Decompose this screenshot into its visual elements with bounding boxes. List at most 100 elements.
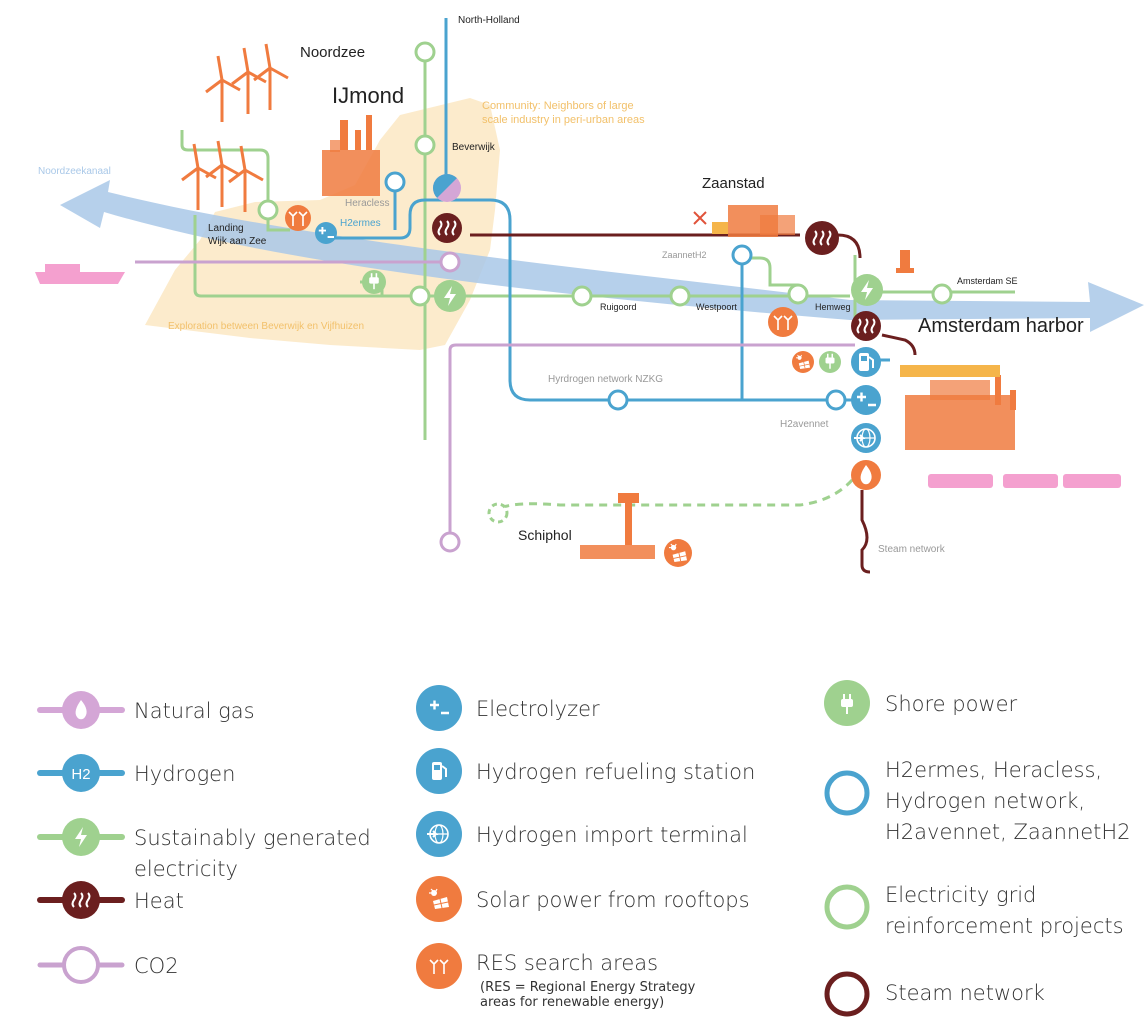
- ring-beverwijk: [414, 134, 436, 156]
- legend-grid-label-2: reinforcement projects: [885, 914, 1124, 938]
- refueling-icon-harbor: [851, 347, 881, 377]
- label-ruigoord: Ruigoord: [600, 302, 637, 312]
- heat-icon-harbor: [851, 311, 881, 341]
- legend-grid-label-1: Electricity grid: [885, 883, 1036, 907]
- ring-co2-hub: [439, 251, 461, 273]
- label-westpoort: Westpoort: [696, 302, 737, 312]
- factory-ijmond: [322, 115, 380, 196]
- label-noordzee: Noordzee: [300, 44, 365, 61]
- label-landing: Landing: [208, 223, 244, 234]
- label-beverwijk: Beverwijk: [452, 142, 496, 153]
- legend-steam-label: Steam network: [885, 981, 1045, 1005]
- label-amsterdam-harbor: Amsterdam harbor: [918, 315, 1084, 337]
- legend-grid: Electricity grid reinforcement projects: [824, 883, 1124, 938]
- res-icon-westpoort: [768, 307, 798, 337]
- ring-landing: [257, 199, 279, 221]
- legend-heat-label: Heat: [134, 889, 184, 913]
- ring-co2-end: [439, 531, 461, 553]
- label-steam-network: Steam network: [878, 544, 946, 555]
- legend-import-terminal-label: Hydrogen import terminal: [476, 823, 748, 847]
- label-zaannet: ZaannetH2: [662, 250, 707, 260]
- label-exploration: Exploration between Beverwijk en Vijfhui…: [168, 321, 364, 332]
- label-noordzeekanaal: Noordzeekanaal: [38, 166, 111, 177]
- legend-refueling-label: Hydrogen refueling station: [476, 760, 755, 784]
- legend-h2-projects: H2ermes, Heracless, Hydrogen network, H2…: [824, 758, 1131, 844]
- solar-icon-harbor: [792, 351, 814, 373]
- co2-lines: [135, 260, 855, 540]
- ring-grid-west: [409, 285, 431, 307]
- ring-amsterdam-se: [931, 283, 953, 305]
- res-icon-ijmond: [285, 205, 311, 231]
- network-rings: [257, 41, 953, 553]
- electricity-icon-hemweg: [851, 274, 883, 306]
- label-schiphol: Schiphol: [518, 527, 572, 543]
- legend-shore-power: Shore power: [824, 680, 1018, 726]
- legend-steam: Steam network: [824, 971, 1045, 1017]
- legend-res: RES search areas (RES = Regional Energy …: [416, 943, 696, 1010]
- legend-co2-label: CO2: [134, 954, 179, 978]
- electricity-icon-ijmond: [434, 280, 466, 312]
- trains: [928, 474, 1121, 488]
- legend-h2-projects-label-2: Hydrogen network,: [885, 789, 1085, 813]
- solar-icon-schiphol: [664, 539, 692, 567]
- hydrogen-icon: H2: [71, 766, 90, 783]
- legend-natural-gas-label: Natural gas: [134, 699, 255, 723]
- legend-import-terminal: Hydrogen import terminal: [416, 811, 748, 857]
- legend-electricity-label-2: electricity: [134, 857, 238, 881]
- label-hydrogen-network: Hyrdrogen network NZKG: [548, 374, 663, 385]
- legend-h2-projects-label-1: H2ermes, Heracless,: [885, 758, 1102, 782]
- shore-power-icon-harbor: [819, 351, 841, 373]
- schiphol-tower: [580, 493, 655, 559]
- ring-north-holland: [414, 41, 436, 63]
- label-wijk-aan-zee: Wijk aan Zee: [208, 236, 267, 247]
- legend-electricity: Sustainably generated electricity: [37, 818, 371, 881]
- legend-electrolyzer-label: Electrolyzer: [476, 697, 600, 721]
- legend-h2-projects-label-3: H2avennet, ZaannetH2: [885, 820, 1131, 844]
- factory-harbor: [900, 365, 1016, 450]
- legend: Natural gas H2 Hydrogen Sustainably gene…: [37, 680, 1131, 1017]
- legend-hydrogen: H2 Hydrogen: [37, 754, 235, 792]
- label-amsterdam-se: Amsterdam SE: [957, 276, 1018, 286]
- canal-arrow: [60, 180, 1144, 332]
- electrolyzer-icon-ijmond: [315, 222, 337, 244]
- label-heracless: Heracless: [345, 198, 389, 209]
- schiphol-ring: [487, 502, 509, 524]
- legend-heat: Heat: [37, 881, 184, 919]
- ring-westpoort: [669, 285, 691, 307]
- label-ijmond: IJmond: [332, 83, 404, 108]
- heat-icon-zaanstad: [805, 221, 839, 255]
- legend-solar: Solar power from rooftops: [416, 876, 750, 922]
- legend-natural-gas: Natural gas: [37, 691, 255, 729]
- ship: [35, 264, 125, 284]
- shore-power-icon-ijmond: [362, 270, 386, 294]
- label-hemweg: Hemweg: [815, 302, 851, 312]
- ring-zaannet: [731, 244, 753, 266]
- legend-res-label: RES search areas: [476, 951, 658, 975]
- legend-hydrogen-label: Hydrogen: [134, 762, 235, 786]
- schiphol-link: [488, 469, 862, 516]
- hydrogen-gas-icon-beverwijk: [433, 174, 461, 202]
- ring-ruigoord: [571, 285, 593, 307]
- factory-zaanstad: [693, 205, 795, 237]
- legend-res-note-2: areas for renewable energy): [480, 995, 664, 1010]
- label-north-holland: North-Holland: [458, 15, 520, 26]
- ring-h2avennet: [825, 389, 847, 411]
- ring-nzkg: [607, 389, 629, 411]
- electrolyzer-icon-harbor: [851, 385, 881, 415]
- legend-shore-power-label: Shore power: [885, 692, 1018, 716]
- import-terminal-icon-harbor: [851, 423, 881, 453]
- label-zaanstad: Zaanstad: [702, 175, 765, 192]
- legend-refueling: Hydrogen refueling station: [416, 748, 755, 794]
- label-community-1: Community: Neighbors of large: [482, 100, 634, 112]
- map-icons: [285, 174, 883, 567]
- lighthouse: [896, 250, 914, 273]
- ring-heracless: [384, 171, 406, 193]
- legend-co2: CO2: [37, 946, 179, 984]
- legend-electrolyzer: Electrolyzer: [416, 685, 600, 731]
- legend-res-note-1: (RES = Regional Energy Strategy: [480, 980, 696, 995]
- legend-solar-label: Solar power from rooftops: [476, 888, 750, 912]
- natural-gas-icon-harbor: [851, 460, 881, 490]
- label-community-2: scale industry in peri-urban areas: [482, 114, 645, 126]
- wind-turbines-noordzee: [204, 42, 290, 124]
